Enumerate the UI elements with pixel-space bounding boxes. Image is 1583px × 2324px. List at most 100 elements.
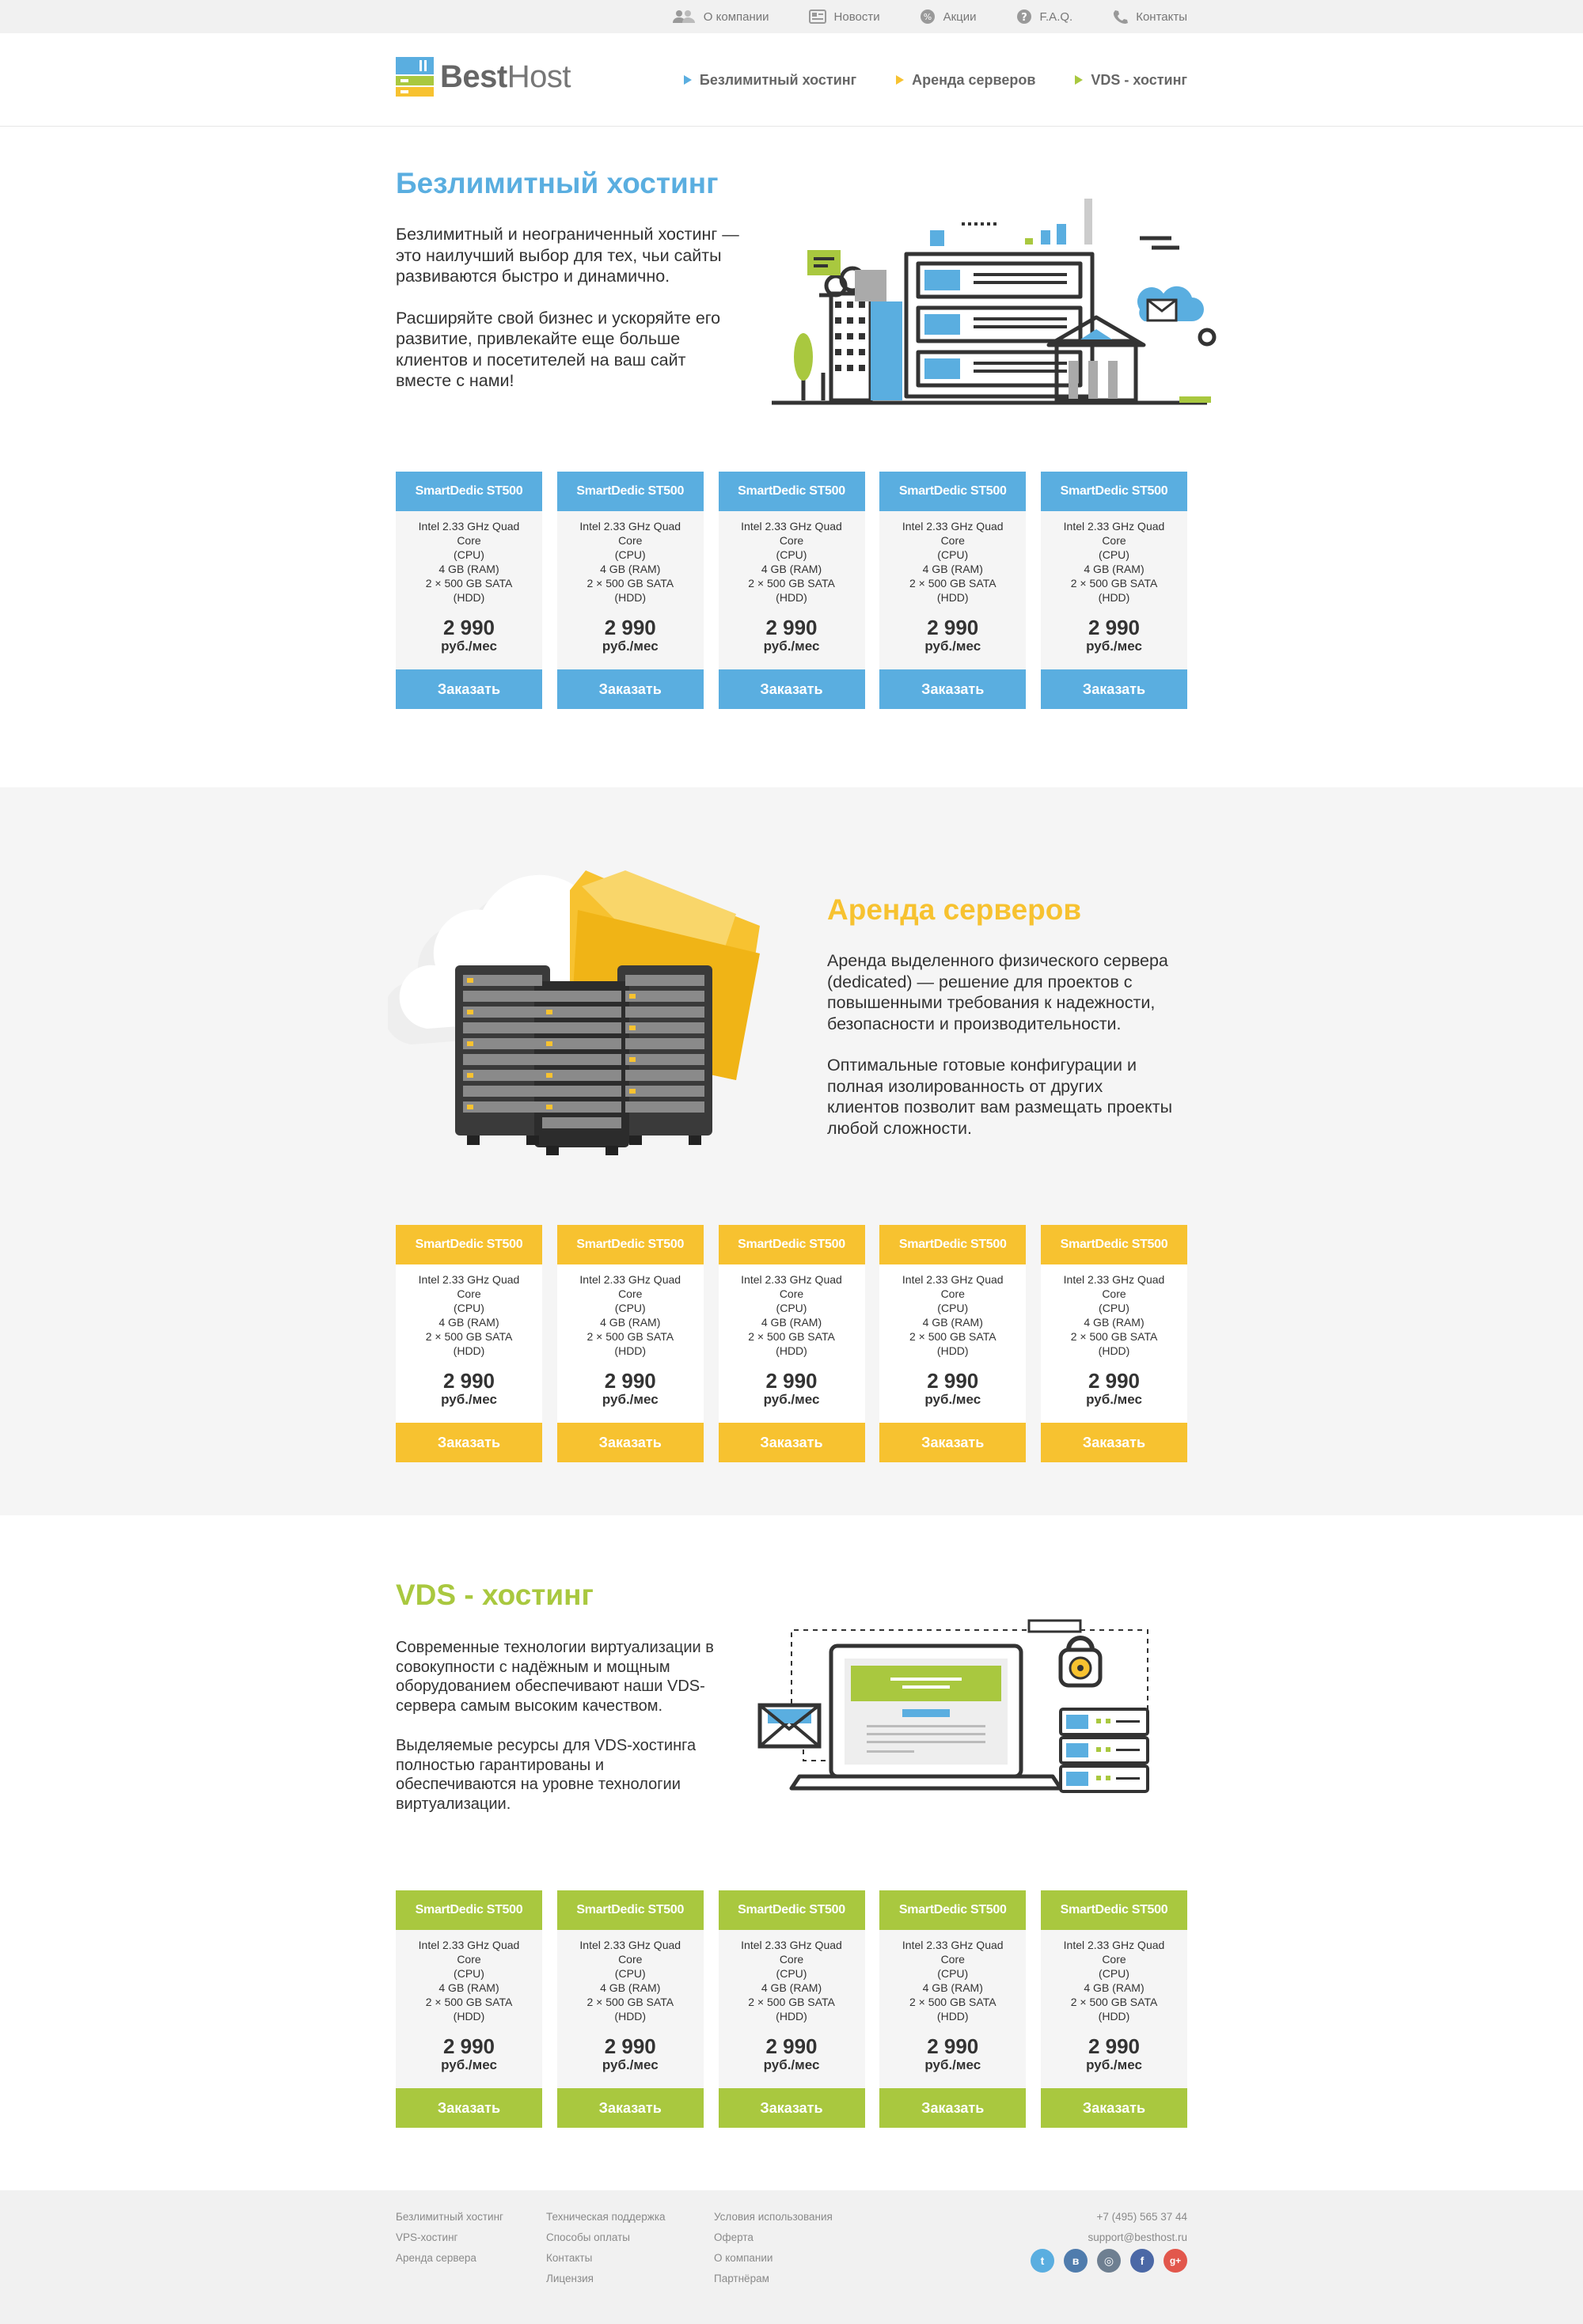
top-link-news[interactable]: Новости [808, 9, 880, 24]
plan-price-unit: руб./мес [1086, 2057, 1142, 2072]
plan-specs: Intel 2.33 GHz Quad Core(CPU)4 GB (RAM)2… [418, 1273, 520, 1357]
instagram-icon[interactable]: ◎ [1097, 2249, 1121, 2273]
twitter-icon[interactable]: t [1031, 2249, 1054, 2273]
top-link-label: Новости [833, 9, 880, 24]
footer-link[interactable]: Партнёрам [714, 2273, 769, 2284]
order-button[interactable]: Заказать [396, 1423, 542, 1462]
triangle-right-icon [683, 75, 692, 85]
footer-link[interactable]: Аренда сервера [396, 2252, 476, 2264]
order-button[interactable]: Заказать [718, 2088, 865, 2128]
top-link-contacts[interactable]: Контакты [1112, 9, 1187, 25]
phone-icon [1114, 10, 1129, 24]
plan-price: 2 990 [927, 2034, 979, 2058]
nav-label: VDS - хостинг [1091, 71, 1187, 88]
top-link-promo[interactable]: % Акции [920, 9, 977, 25]
plan-specs: Intel 2.33 GHz Quad Core(CPU)4 GB (RAM)2… [902, 1273, 1004, 1357]
plan-price: 2 990 [604, 616, 656, 639]
order-button[interactable]: Заказать [718, 1423, 865, 1462]
footer-link[interactable]: Лицензия [546, 2273, 594, 2284]
order-button[interactable]: Заказать [396, 2088, 542, 2128]
logo[interactable]: BestHost [396, 57, 571, 97]
plan-price-unit: руб./мес [602, 639, 659, 654]
order-button[interactable]: Заказать [556, 2088, 704, 2128]
plan-price-unit: руб./мес [441, 2057, 497, 2072]
plan-price-unit: руб./мес [763, 1392, 820, 1407]
plan-price-unit: руб./мес [924, 1392, 981, 1407]
footer-link[interactable]: Условия использования [714, 2211, 833, 2223]
footer-link[interactable]: О компании [714, 2252, 773, 2264]
order-button[interactable]: Заказать [879, 2088, 1027, 2128]
nav-vds-hosting[interactable]: VDS - хостинг [1075, 72, 1187, 89]
order-button[interactable]: Заказать [556, 669, 704, 709]
footer-link[interactable]: Оферта [714, 2231, 754, 2243]
order-button[interactable]: Заказать [879, 669, 1027, 709]
plan-specs: Intel 2.33 GHz Quad Core(CPU)4 GB (RAM)2… [902, 520, 1004, 604]
plan-price-unit: руб./мес [924, 639, 981, 654]
order-button[interactable]: Заказать [1041, 669, 1187, 709]
plan-price-unit: руб./мес [441, 639, 497, 654]
top-link-label: О компании [703, 9, 769, 24]
plan-price-unit: руб./мес [763, 639, 820, 654]
footer-email[interactable]: support@besthost.ru [1088, 2231, 1187, 2243]
plan-price: 2 990 [1088, 1369, 1141, 1393]
plan-specs: Intel 2.33 GHz Quad Core(CPU)4 GB (RAM)2… [1063, 1273, 1165, 1357]
section-server-rental: Аренда серверов Аренда выделенного физич… [0, 787, 1583, 1515]
order-button[interactable]: Заказать [1041, 1423, 1187, 1462]
paragraph: Аренда выделенного физического сервера (… [827, 951, 1168, 1033]
footer-col-services: Безлимитный хостинг VPS-хостинг Аренда с… [396, 2211, 503, 2273]
footer-link[interactable]: Техническая поддержка [546, 2211, 666, 2223]
triangle-right-icon [896, 75, 905, 85]
order-button[interactable]: Заказать [1041, 2088, 1187, 2128]
nav-label: Безлимитный хостинг [699, 71, 857, 88]
main-nav: Безлимитный хостинг Аренда серверов VDS … [683, 33, 1187, 127]
svg-text:%: % [923, 12, 931, 22]
paragraph: Современные технологии виртуализации в с… [396, 1639, 714, 1715]
footer-col-support: Техническая поддержка Способы оплаты Кон… [546, 2211, 666, 2293]
top-link-about[interactable]: О компании [672, 9, 769, 24]
news-icon [808, 9, 826, 24]
nav-label: Аренда серверов [912, 71, 1036, 88]
plan-name: SmartDedic ST500 [1041, 1225, 1187, 1264]
footer-link[interactable]: Способы оплаты [546, 2231, 630, 2243]
plan-price: 2 990 [442, 2034, 495, 2058]
plan-specs: Intel 2.33 GHz Quad Core(CPU)4 GB (RAM)2… [741, 520, 842, 604]
plan-name: SmartDedic ST500 [1041, 472, 1187, 511]
section-title: Аренда серверов [827, 893, 1082, 926]
vk-icon[interactable]: в [1064, 2249, 1088, 2273]
googleplus-icon[interactable]: g+ [1164, 2249, 1187, 2273]
plan-name: SmartDedic ST500 [879, 1225, 1027, 1264]
top-link-faq[interactable]: ? F.A.Q. [1016, 9, 1073, 25]
paragraph: Расширяйте свой бизнес и ускоряйте его р… [396, 308, 721, 391]
plan-price: 2 990 [604, 1369, 656, 1393]
order-button[interactable]: Заказать [718, 669, 865, 709]
footer: Безлимитный хостинг VPS-хостинг Аренда с… [0, 2190, 1583, 2324]
footer-link[interactable]: VPS-хостинг [396, 2231, 458, 2243]
logo-icon [396, 57, 434, 97]
order-button[interactable]: Заказать [396, 669, 542, 709]
order-button[interactable]: Заказать [879, 1423, 1027, 1462]
footer-link[interactable]: Безлимитный хостинг [396, 2211, 503, 2223]
nav-unlimited-hosting[interactable]: Безлимитный хостинг [683, 71, 857, 89]
plan-name: SmartDedic ST500 [718, 1225, 865, 1264]
plan-price-unit: руб./мес [1086, 1392, 1142, 1407]
nav-server-rental[interactable]: Аренда серверов [896, 72, 1035, 89]
order-button[interactable]: Заказать [556, 1423, 704, 1462]
facebook-icon[interactable]: f [1130, 2249, 1154, 2273]
footer-link[interactable]: Контакты [546, 2252, 593, 2264]
plan-name: SmartDedic ST500 [396, 472, 542, 511]
plan-specs: Intel 2.33 GHz Quad Core(CPU)4 GB (RAM)2… [418, 1939, 520, 2023]
plan-name: SmartDedic ST500 [879, 1890, 1027, 1930]
plan-specs: Intel 2.33 GHz Quad Core(CPU)4 GB (RAM)2… [741, 1273, 842, 1357]
footer-contacts: +7 (495) 565 37 44 support@besthost.ru [1088, 2211, 1187, 2252]
plan-price: 2 990 [442, 1369, 495, 1393]
top-link-label: F.A.Q. [1039, 9, 1073, 24]
footer-phone[interactable]: +7 (495) 565 37 44 [1096, 2211, 1187, 2223]
